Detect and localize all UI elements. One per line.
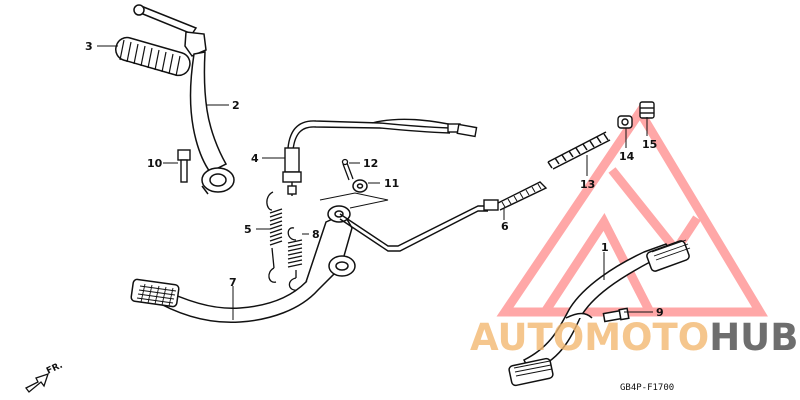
main-stand-pad-texture bbox=[513, 239, 691, 377]
watermark-logo bbox=[496, 103, 768, 317]
spring-part-8 bbox=[287, 227, 303, 291]
bolt-part-10 bbox=[177, 149, 191, 183]
pin-part-12 bbox=[341, 158, 354, 181]
brake-pedal-part bbox=[130, 205, 356, 324]
front-direction-label: FR. bbox=[45, 361, 64, 377]
brake-rod-part bbox=[339, 181, 548, 252]
callout-11: 11 bbox=[384, 177, 399, 190]
watermark-word-part1: AUTOMOTO bbox=[470, 316, 709, 359]
diagram-code: GB4P-F1700 bbox=[620, 383, 674, 393]
callout-8: 8 bbox=[312, 228, 320, 241]
callout-6: 6 bbox=[501, 220, 509, 233]
callout-13: 13 bbox=[580, 178, 595, 191]
adjuster-part-15 bbox=[639, 101, 655, 119]
callout-2: 2 bbox=[232, 99, 240, 112]
callout-7: 7 bbox=[229, 276, 237, 289]
callout-labels: 3 2 10 4 12 11 5 8 7 6 13 14 15 1 9 bbox=[85, 40, 664, 319]
leader-lines bbox=[97, 45, 653, 320]
switch-part bbox=[282, 118, 478, 196]
kick-starter-arm-part bbox=[133, 4, 235, 195]
spring-part-5 bbox=[266, 191, 283, 283]
callout-1: 1 bbox=[601, 241, 609, 254]
callout-15: 15 bbox=[642, 138, 657, 151]
watermark-text: AUTOMOTOHUB bbox=[470, 316, 798, 359]
callout-5: 5 bbox=[244, 223, 252, 236]
watermark-word-part2: HUB bbox=[709, 316, 798, 359]
front-arrow-icon: FR. bbox=[25, 361, 64, 393]
brake-rod-thread bbox=[501, 183, 542, 208]
nut-part-14 bbox=[617, 115, 633, 129]
callout-14: 14 bbox=[619, 150, 635, 163]
kick-grip-part bbox=[115, 36, 191, 77]
callout-4: 4 bbox=[251, 152, 259, 165]
callout-10: 10 bbox=[147, 157, 163, 170]
watermark-word: AUTOMOTOHUB bbox=[470, 316, 798, 359]
washer-part-11 bbox=[352, 179, 368, 193]
callout-12: 12 bbox=[363, 157, 378, 170]
callout-9: 9 bbox=[656, 306, 664, 319]
brake-pedal-pad-texture bbox=[136, 283, 177, 307]
spring-part-13 bbox=[547, 131, 611, 170]
callout-3: 3 bbox=[85, 40, 93, 53]
